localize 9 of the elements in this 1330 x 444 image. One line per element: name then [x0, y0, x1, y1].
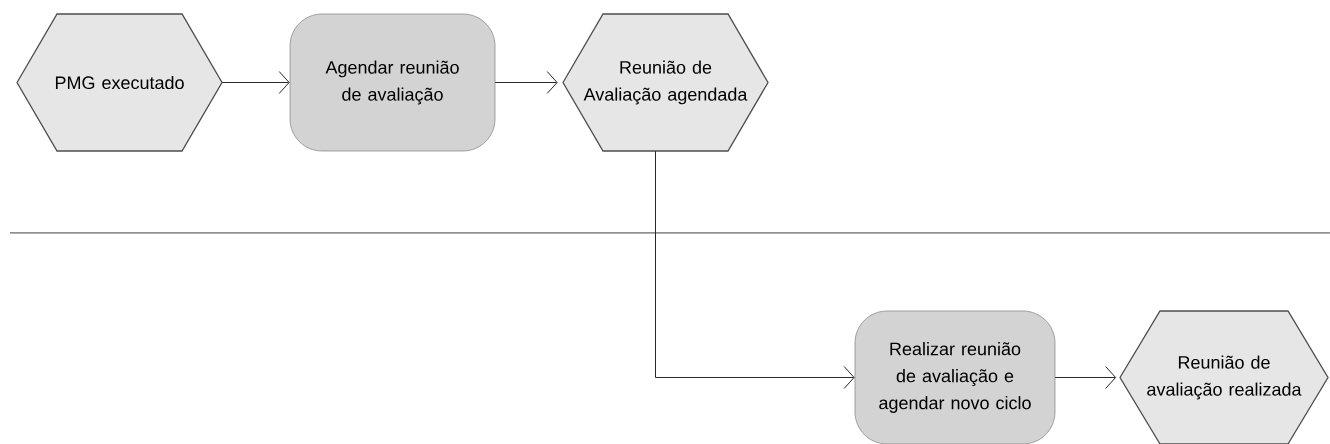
- process-box: Agendar reunião de avaliação: [289, 13, 496, 152]
- event-hexagon: Reunião de avaliação realizada: [1119, 310, 1329, 444]
- arrow: [494, 71, 558, 94]
- arrow: [221, 71, 290, 94]
- event-hexagon: PMG executado: [16, 13, 223, 152]
- arrow: [1054, 366, 1117, 389]
- event-hexagon: Reunião de Avaliação agendada: [562, 13, 769, 152]
- process-box: Realizar reunião de avaliação e agendar novo ciclo: [854, 310, 1056, 444]
- arrow: [655, 150, 855, 389]
